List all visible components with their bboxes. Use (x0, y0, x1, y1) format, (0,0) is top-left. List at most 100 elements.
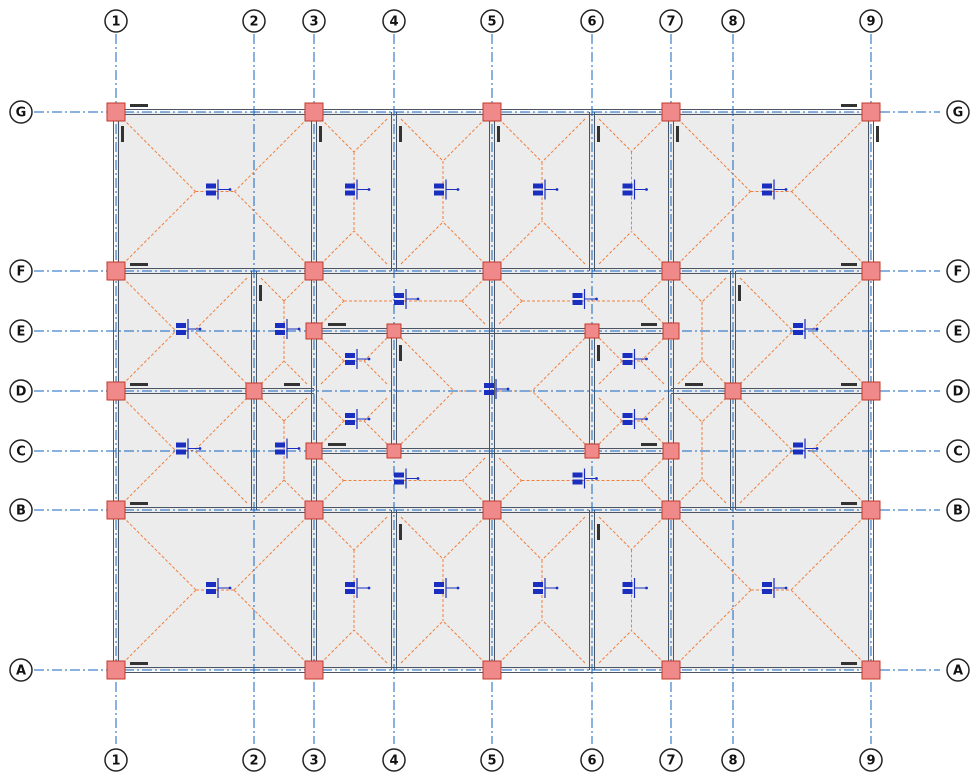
grid-bubble-bottom-8: 8 (721, 748, 745, 772)
grid-bubble-label: B (16, 504, 26, 519)
slab-label (206, 578, 232, 598)
column-marker (482, 500, 502, 520)
yield-line (233, 516, 308, 591)
slab-label-mark (762, 589, 772, 594)
yield-line (631, 118, 665, 152)
beam-tag (738, 285, 741, 301)
grid-bubble-bottom-2: 2 (242, 748, 266, 772)
grid-bubble-right-D: D (946, 379, 970, 403)
yield-line (122, 516, 197, 591)
grid-bubble-top-9: 9 (859, 9, 883, 33)
slab-label-mark (484, 390, 494, 395)
grid-bubble-label: C (953, 445, 963, 460)
yield-line (641, 457, 665, 481)
yield-line (320, 300, 345, 325)
grid-bubble (480, 9, 504, 33)
slab-label-mark (206, 582, 216, 587)
grid-bubble (9, 319, 33, 343)
yield-line (320, 516, 355, 551)
grid-bubble-label: 3 (309, 15, 318, 30)
yield-line (400, 337, 455, 392)
grid-bubble-bottom-1: 1 (104, 748, 128, 772)
column-marker (304, 500, 324, 520)
slab-label-mark (394, 472, 404, 478)
grid-bubble-label: 1 (111, 754, 120, 769)
yield-line (320, 397, 345, 422)
beam-tag (130, 662, 148, 665)
slab-span-arrow (367, 586, 371, 590)
grid-bubble-bottom-3: 3 (302, 748, 326, 772)
beam (391, 510, 402, 670)
yield-line (598, 630, 632, 664)
beam-tag (130, 104, 148, 107)
slab-span-arrow (784, 586, 788, 590)
yield-line (234, 118, 308, 192)
yield-line (122, 118, 196, 192)
grid-bubble (721, 9, 745, 33)
column-marker (106, 500, 126, 520)
slab-label (394, 289, 420, 309)
slab-label-mark (572, 472, 583, 478)
slab-span-arrow (645, 357, 648, 361)
yield-line (234, 191, 308, 265)
slab-label-mark (793, 330, 803, 335)
yield-line (791, 118, 865, 192)
column-marker (106, 102, 126, 122)
grid-bubble-left-D: D (9, 379, 33, 403)
slab-span-arrow (297, 447, 301, 450)
yield-line (498, 619, 543, 664)
grid-bubble-bottom-9: 9 (859, 748, 883, 772)
slab-label-mark (394, 300, 404, 305)
grid-bubble (946, 658, 970, 682)
grid-bubble-label: 6 (587, 15, 596, 30)
yield-line (498, 277, 523, 302)
slab-label-mark (572, 293, 583, 298)
grid-bubble-left-F: F (9, 259, 33, 283)
slab-span-arrow (228, 586, 232, 590)
beam-tag (876, 126, 879, 142)
yield-line (462, 457, 486, 481)
yield-line (541, 516, 586, 561)
slab-label-mark (533, 589, 543, 594)
yield-line (739, 330, 794, 385)
slab-label (275, 438, 301, 459)
slab-span-arrow (645, 586, 648, 590)
beam-tag (130, 502, 148, 505)
slab-label (345, 179, 371, 200)
slab-label (572, 289, 598, 309)
yield-line (677, 277, 703, 303)
grid-bubble-bottom-7: 7 (659, 748, 683, 772)
grid-bubble-label: 8 (728, 754, 737, 769)
beam-tag (399, 126, 402, 142)
grid-bubble (946, 498, 970, 522)
yield-line (122, 450, 176, 504)
grid-bubble (302, 9, 326, 33)
beam-tag (319, 126, 322, 142)
column-marker (386, 323, 402, 339)
slab-label-mark (793, 449, 803, 455)
column-marker (661, 660, 681, 680)
column-marker (584, 323, 600, 339)
grid-bubble-label: 3 (309, 754, 318, 769)
yield-line (598, 118, 632, 152)
grid-bubble (9, 439, 33, 463)
slab-label-mark (622, 420, 633, 425)
slab-label (434, 179, 460, 200)
grid-bubble-label: 4 (389, 15, 398, 30)
grid-bubble (659, 748, 683, 772)
slab-label (793, 438, 819, 459)
column-marker (724, 382, 742, 400)
slab-label (176, 438, 202, 459)
yield-line (498, 300, 523, 325)
grid-bubble (9, 498, 33, 522)
beam-tag (597, 126, 600, 142)
slab-label-mark (434, 190, 444, 196)
yield-line (640, 277, 665, 302)
yield-line (640, 360, 665, 385)
slab-label-mark (275, 330, 285, 335)
yield-line (260, 397, 285, 422)
yield-line (640, 337, 665, 362)
slab-span-arrow (815, 447, 819, 450)
column-marker (106, 261, 126, 281)
beam (589, 112, 600, 271)
